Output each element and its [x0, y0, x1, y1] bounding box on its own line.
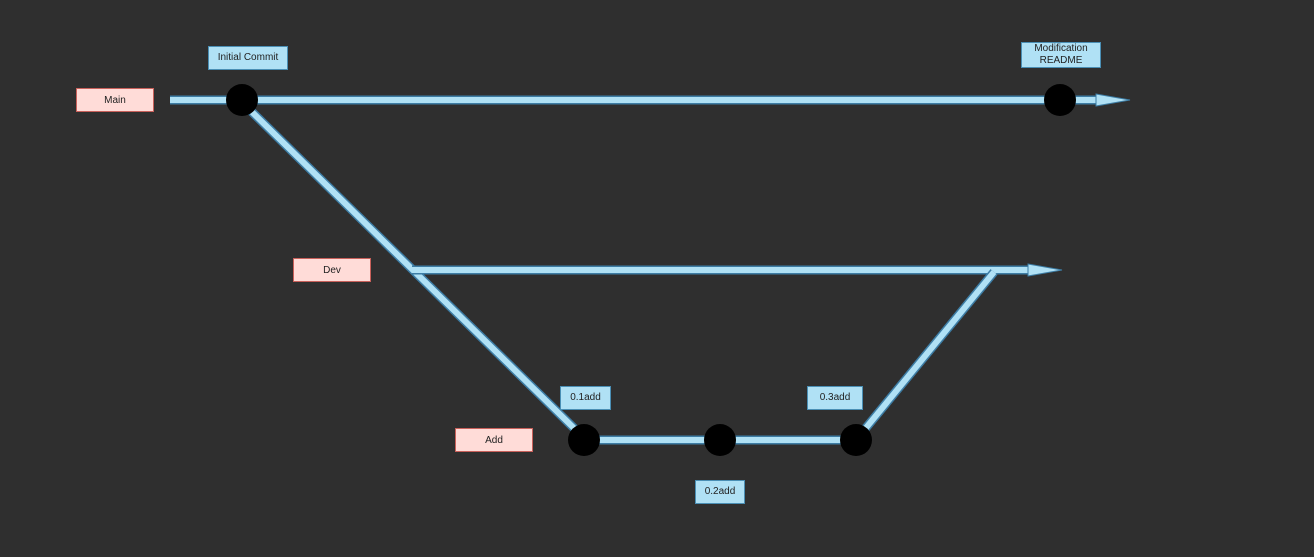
commit-label-modification-line1: Modification	[1034, 43, 1088, 54]
commit-node-modification	[1044, 84, 1076, 116]
branch-label-dev: Dev	[293, 258, 371, 282]
commit-label-0-1add: 0.1add	[560, 386, 611, 410]
commit-node-0-1add	[568, 424, 600, 456]
commit-label-modification-line2: README	[1039, 55, 1083, 66]
commit-label-initial: Initial Commit	[208, 46, 288, 70]
commit-node-0-3add	[840, 424, 872, 456]
commit-label-0-2add: 0.2add	[695, 480, 745, 504]
commit-node-0-2add	[704, 424, 736, 456]
dev-branch-arrow	[1027, 263, 1063, 277]
branch-label-add: Add	[455, 428, 533, 452]
commit-label-0-3add: 0.3add	[807, 386, 863, 410]
commit-label-modification: Modification README	[1021, 42, 1101, 68]
branch-label-main: Main	[76, 88, 154, 112]
main-branch-arrow	[1095, 93, 1131, 107]
commit-node-initial	[226, 84, 258, 116]
